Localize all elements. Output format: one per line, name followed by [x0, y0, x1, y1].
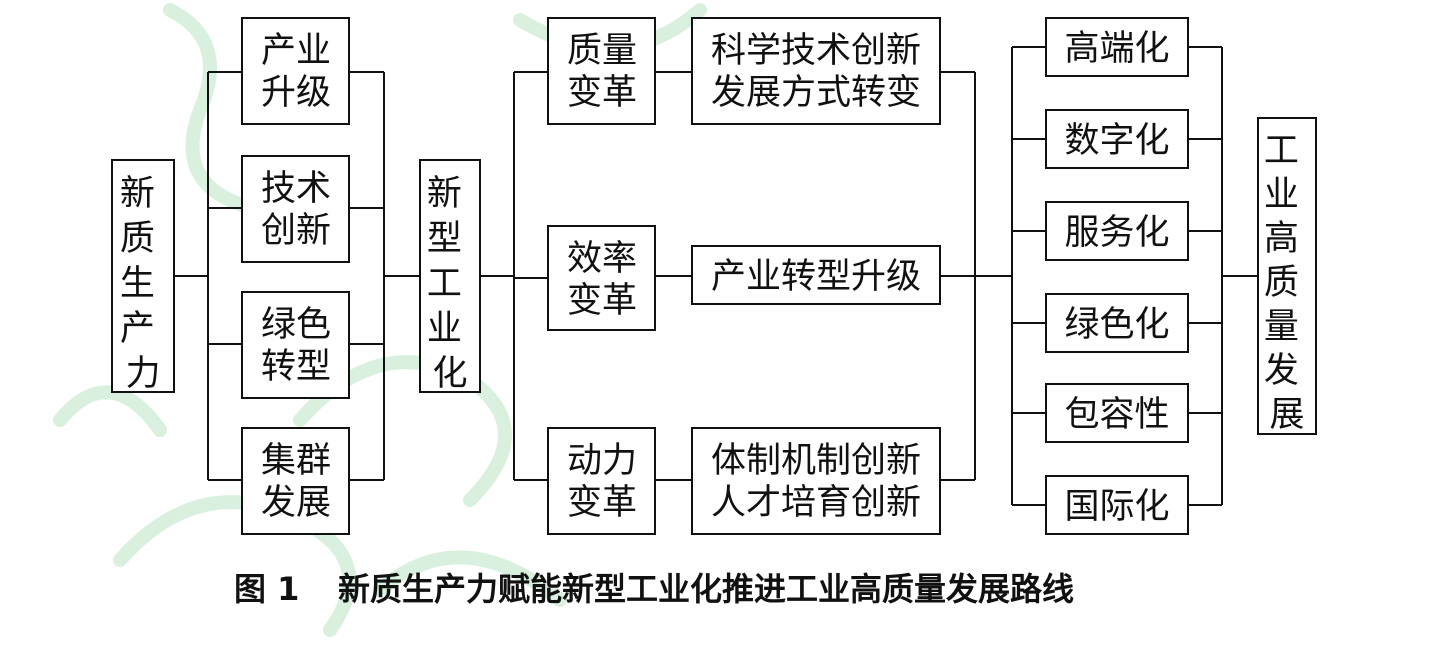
reform-node: 效率变革 — [547, 225, 656, 331]
outcome-node: 科学技术创新发展方式转变 — [691, 17, 941, 125]
feature-label: 服务化 — [1064, 213, 1169, 253]
driver-label: 转型 — [261, 347, 331, 387]
target-node: 工 业 高 质 量 发 展 — [1257, 117, 1317, 435]
outcome-label: 科学技术创新 — [711, 31, 921, 71]
outcome-label: 发展方式转变 — [711, 73, 921, 113]
svg-text:技术创新: 技术创新 — [261, 169, 331, 251]
driver-label: 发展 — [261, 483, 331, 523]
driver-label: 技术 — [261, 169, 331, 209]
middle-label: 新 型 工 业 化 — [427, 174, 473, 394]
outcome-node: 体制机制创新人才培育创新 — [691, 427, 941, 535]
driver-label: 集群 — [261, 441, 331, 481]
driver-node: 产业升级 — [241, 17, 350, 125]
feature-label: 包容性 — [1064, 395, 1169, 435]
outcome-label: 人才培育创新 — [711, 483, 921, 523]
feature-node: 服务化 — [1045, 201, 1189, 261]
feature-label: 国际化 — [1064, 487, 1169, 527]
driver-label: 绿色 — [261, 305, 331, 345]
svg-text:体制机制创新人才培育创新: 体制机制创新人才培育创新 — [711, 441, 921, 523]
outcome-label: 体制机制创新 — [711, 441, 921, 481]
reform-node: 动力变革 — [547, 427, 656, 535]
feature-node: 绿色化 — [1045, 293, 1189, 353]
driver-label: 产业 — [261, 31, 331, 71]
feature-label: 数字化 — [1064, 121, 1169, 161]
feature-label: 高端化 — [1064, 29, 1169, 69]
svg-text:科学技术创新发展方式转变: 科学技术创新发展方式转变 — [711, 31, 921, 113]
driver-node: 绿色转型 — [241, 291, 350, 399]
feature-label: 绿色化 — [1064, 305, 1169, 345]
driver-label: 创新 — [261, 211, 331, 251]
reform-node: 质量变革 — [547, 17, 656, 125]
feature-node: 高端化 — [1045, 17, 1189, 77]
reform-label: 变革 — [567, 281, 637, 321]
figure-caption: 图 1 新质生产力赋能新型工业化推进工业高质量发展路线 — [234, 570, 1074, 608]
feature-node: 包容性 — [1045, 383, 1189, 443]
target-label: 工 业 高 质 量 发 展 — [1264, 131, 1310, 435]
source-label: 新 质 生 产 力 — [120, 174, 166, 394]
svg-text:质量变革: 质量变革 — [567, 31, 637, 113]
svg-text:效率变革: 效率变革 — [567, 239, 637, 321]
reform-label: 变革 — [567, 483, 637, 523]
reform-label: 效率 — [567, 239, 637, 279]
reform-label: 变革 — [567, 73, 637, 113]
feature-node: 数字化 — [1045, 109, 1189, 169]
reform-label: 动力 — [567, 441, 637, 481]
middle-node: 新 型 工 业 化 — [419, 159, 481, 394]
svg-text:产业转型升级: 产业转型升级 — [711, 257, 921, 297]
svg-text:绿色转型: 绿色转型 — [261, 305, 331, 387]
connectors — [174, 46, 1258, 506]
outcome-node: 产业转型升级 — [691, 245, 941, 305]
svg-text:产业升级: 产业升级 — [261, 31, 331, 113]
driver-node: 技术创新 — [241, 155, 350, 263]
feature-node: 国际化 — [1045, 475, 1189, 535]
svg-text:集群发展: 集群发展 — [261, 441, 331, 523]
source-node: 新 质 生 产 力 — [111, 159, 175, 394]
svg-text:动力变革: 动力变革 — [567, 441, 637, 523]
outcome-label: 产业转型升级 — [711, 257, 921, 297]
reform-label: 质量 — [567, 31, 637, 71]
driver-label: 升级 — [261, 73, 331, 113]
caption-label: 图 1 — [234, 570, 299, 608]
caption-text: 新质生产力赋能新型工业化推进工业高质量发展路线 — [338, 570, 1074, 608]
driver-node: 集群发展 — [241, 427, 350, 535]
